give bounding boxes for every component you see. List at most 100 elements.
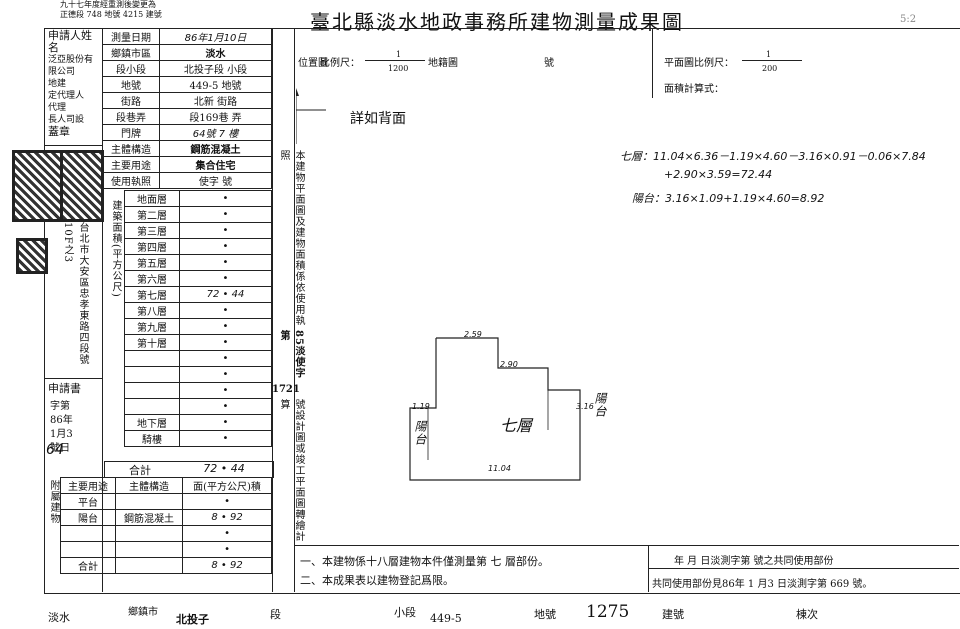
attached-use: 平台 [60, 493, 116, 510]
use-value: 集合住宅 [159, 156, 272, 173]
doorplate-label: 門牌 [102, 124, 160, 141]
bottom-town-label: 鄉鎮市 [128, 607, 158, 618]
page-title: 臺北縣淡水地政事務所建物測量成果圖 [310, 10, 684, 34]
calc-line3: 陽台：3.16×1.09+1.19×4.60=8.92 [632, 192, 825, 205]
floor-row: • [124, 350, 272, 367]
floor-area: • [179, 414, 272, 431]
section-label: 段小段 [102, 60, 160, 77]
app-book-value: 字第 [50, 401, 70, 412]
corner-mark: 5:2 [900, 14, 917, 25]
scale-num: 1 [396, 50, 402, 59]
floor-area: • [179, 254, 272, 271]
attached-structure [114, 493, 184, 510]
floors-total-value: 72 • 44 [203, 462, 245, 475]
floor-name: 第二層 [124, 206, 180, 223]
bottom-land-no: 449-5 [430, 612, 462, 625]
attached-total-value: 8 • 92 [182, 557, 272, 574]
location-label: 位置圖 [298, 58, 328, 69]
doorplate-value: 64號 7 樓 [159, 124, 272, 141]
floor-row: 第九層• [124, 318, 272, 335]
attached-use [60, 541, 116, 558]
bottom-building-label: 建號 [662, 608, 684, 621]
license-label: 使用執照 [102, 172, 160, 189]
floor-name: 第六層 [124, 270, 180, 287]
bottom-town: 淡水 [48, 611, 70, 624]
floor-area: • [179, 398, 272, 415]
floor-row: 第六層• [124, 270, 272, 287]
header-note-line1: 九十七年度經重測後變更為 [60, 0, 156, 9]
license-value: 使字 號 [159, 172, 272, 189]
land-no-value: 449-5 地號 [159, 76, 272, 93]
survey-date-value: 86年1月10日 [159, 28, 272, 45]
floor-name: 騎樓 [124, 430, 180, 447]
applicant-line: 泛亞股份有限公司 [48, 55, 94, 77]
floor-name [124, 350, 180, 367]
bottom-block-label: 棟次 [796, 608, 818, 621]
applicant-block: 申請人姓名 泛亞股份有限公司 地建 定代理人 代理 長人司設 蓋章 [48, 30, 100, 138]
bottom-land-label: 地號 [534, 608, 556, 621]
middle-number: 1721 [272, 384, 300, 395]
floor-area: • [179, 238, 272, 255]
land-no-label: 地號 [102, 76, 160, 93]
floor-row: 騎樓• [124, 430, 272, 447]
plan-scale-label: 平面圖比例尺： [664, 58, 734, 69]
attached-use: 陽台 [60, 509, 116, 526]
middle-text1: 本建物平面圖及建物面積係依使用執照 [278, 150, 304, 326]
floor-name: 第十層 [124, 334, 180, 351]
attached-row: • [60, 541, 272, 558]
floor-name: 地面層 [124, 190, 180, 207]
attached-use [60, 525, 116, 542]
cadastral-no: 號 [544, 58, 554, 69]
middle-text2: 85淡使字第 [278, 330, 304, 379]
floor-area: • [179, 270, 272, 287]
shared-bottom: 共同使用部份見86年 1 月3 日淡測字第 669 號。 [652, 579, 873, 590]
calc-line2: +2.90×3.59=72.44 [664, 168, 773, 181]
town-value: 淡水 [159, 44, 272, 61]
floor-name: 第五層 [124, 254, 180, 271]
bottom-subsection-label: 小段 [394, 606, 416, 619]
header-note: 九十七年度經重測後變更為 正德段 748 地號 4215 建號 [60, 0, 162, 20]
floor-area: • [179, 334, 272, 351]
plan-scale-num: 1 [766, 50, 772, 59]
floor-row: 地下層• [124, 414, 272, 431]
floor-outline [409, 337, 581, 481]
footer-note2: 二、本成果表以建物登記爲限。 [300, 574, 454, 587]
lane-label: 段巷弄 [102, 108, 160, 125]
small-seal [16, 238, 48, 274]
floor-row: 第五層• [124, 254, 272, 271]
applicant-address: 台北市大安區忠孝東路四段號10F之3 [62, 222, 88, 365]
company-seal [12, 150, 64, 222]
bottom-section: 北投子 [176, 613, 209, 626]
floor-group-label: 建築面積(平方公尺) [110, 200, 121, 298]
floor-row: • [124, 382, 272, 399]
floors-total-row: 合計 72 • 44 [104, 461, 274, 478]
floor-area: • [179, 382, 272, 399]
floors-total-label: 合計 [129, 464, 151, 477]
attached-header: 主要用途 [60, 477, 116, 494]
dim-bottom: 11.04 [488, 464, 511, 473]
floor-name [124, 366, 180, 383]
lane-value: 段169巷 弄 [159, 108, 272, 125]
area-calc-label: 面積計算式： [664, 84, 724, 95]
attached-structure [114, 525, 184, 542]
seal-label: 蓋章 [48, 125, 70, 138]
applicant-line: 定代理人 [48, 91, 85, 101]
bottom-section-label: 段 [270, 608, 281, 621]
middle-text3: 號設計圖或竣工平面圖轉繪計算 [278, 399, 304, 542]
applicant-line: 地建 [48, 79, 67, 89]
app-book-label: 申請書 [48, 382, 81, 395]
app-book-value: 86年 [50, 415, 73, 426]
dim-top: 2.59 [464, 330, 482, 339]
floor-row: 第三層• [124, 222, 272, 239]
floor-area: • [179, 430, 272, 447]
floor-row: 第十層• [124, 334, 272, 351]
use-label: 主要用途 [102, 156, 160, 173]
attached-row: 平台• [60, 493, 272, 510]
floor-name [124, 398, 180, 415]
dim-left: 1.19 [412, 402, 430, 411]
floor-area: • [179, 366, 272, 383]
